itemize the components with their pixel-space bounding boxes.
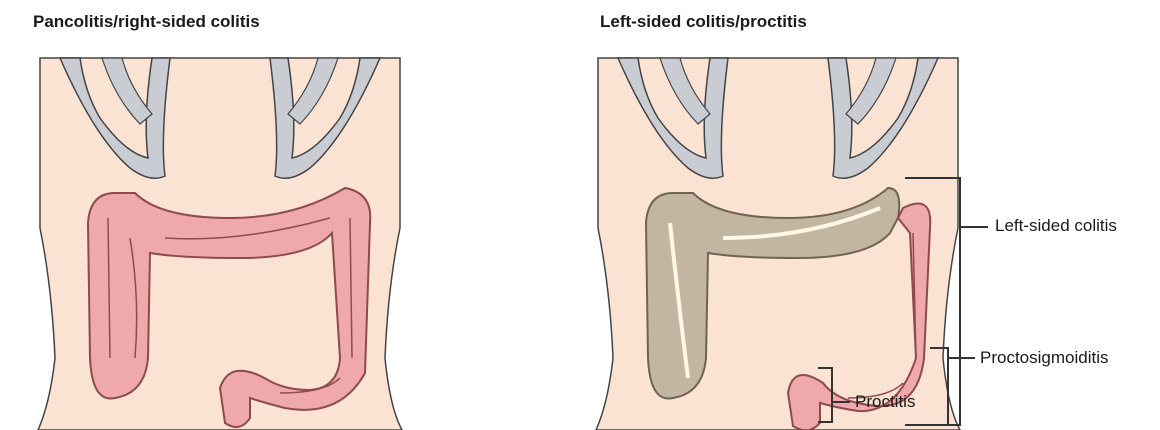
proctosigmoiditis-label: Proctosigmoiditis	[980, 348, 1109, 368]
proctitis-label: Proctitis	[855, 392, 915, 412]
right-figure	[596, 58, 960, 430]
left-sided-colitis-label: Left-sided colitis	[995, 216, 1117, 236]
left-figure	[38, 58, 402, 430]
